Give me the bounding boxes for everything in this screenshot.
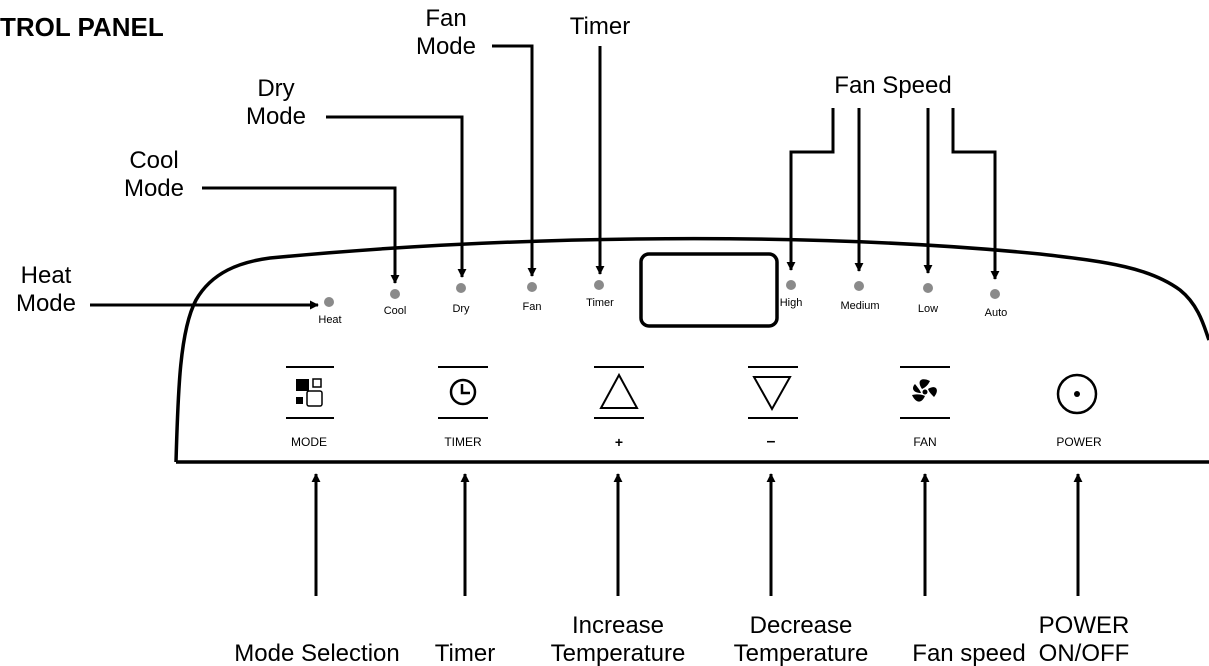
leader-auto [951,108,1000,280]
fan-icon [912,379,937,402]
indicator-label-auto: Auto [984,307,1008,319]
indicator-label-cool: Cool [383,305,407,317]
power-icon [1056,373,1098,415]
triangle-up-icon [599,372,639,409]
indicator-label-timer: Timer [586,297,614,309]
page-title: TROL PANEL [0,12,164,42]
function-decrease-temperature: Decrease Temperature [733,612,869,666]
triangle-down-icon [752,376,792,412]
plus-button-label[interactable]: + [614,434,624,450]
led-auto [990,289,1000,299]
leader-high [786,108,835,271]
function-increase-temperature: Increase Temperature [550,612,686,666]
leader-dry [326,115,467,278]
callout-cool-mode: Cool Mode [123,147,185,202]
callout-heat-mode: Heat Mode [15,262,77,317]
leader-fan [492,44,537,277]
display-window [639,252,779,328]
function-mode-selection: Mode Selection [234,640,400,666]
panel-outline [174,236,1209,463]
indicator-label-heat: Heat [318,314,342,326]
callout-fan-speed: Fan Speed [834,72,952,99]
mode-button-label[interactable]: MODE [291,435,327,449]
indicator-leds [324,280,1000,307]
timer-button-label[interactable]: TIMER [444,435,482,449]
function-fan-speed: Fan speed [912,640,1026,666]
led-heat [324,297,334,307]
led-medium [854,281,864,291]
fan-button-label[interactable]: FAN [913,435,937,449]
minus-button-label[interactable]: – [766,433,776,450]
led-high [786,280,796,290]
callout-dry-mode: Dry Mode [245,75,307,130]
led-timer [594,280,604,290]
callout-timer: Timer [569,13,631,40]
indicator-label-fan: Fan [522,301,542,313]
mode-icon [296,378,323,407]
callout-fan-mode: Fan Mode [415,5,477,60]
indicator-label-low: Low [917,303,939,315]
indicator-label-dry: Dry [452,303,470,315]
led-cool [390,289,400,299]
led-dry [456,283,466,293]
led-low [923,283,933,293]
power-button-label[interactable]: POWER [1056,435,1102,449]
function-timer: Timer [434,640,496,666]
leader-cool [202,186,400,284]
indicator-label-medium: Medium [840,300,880,312]
led-fan [527,282,537,292]
clock-icon [449,378,477,406]
indicator-label-high: High [779,297,803,309]
function-power-on-off: POWER ON/OFF [1038,612,1130,666]
